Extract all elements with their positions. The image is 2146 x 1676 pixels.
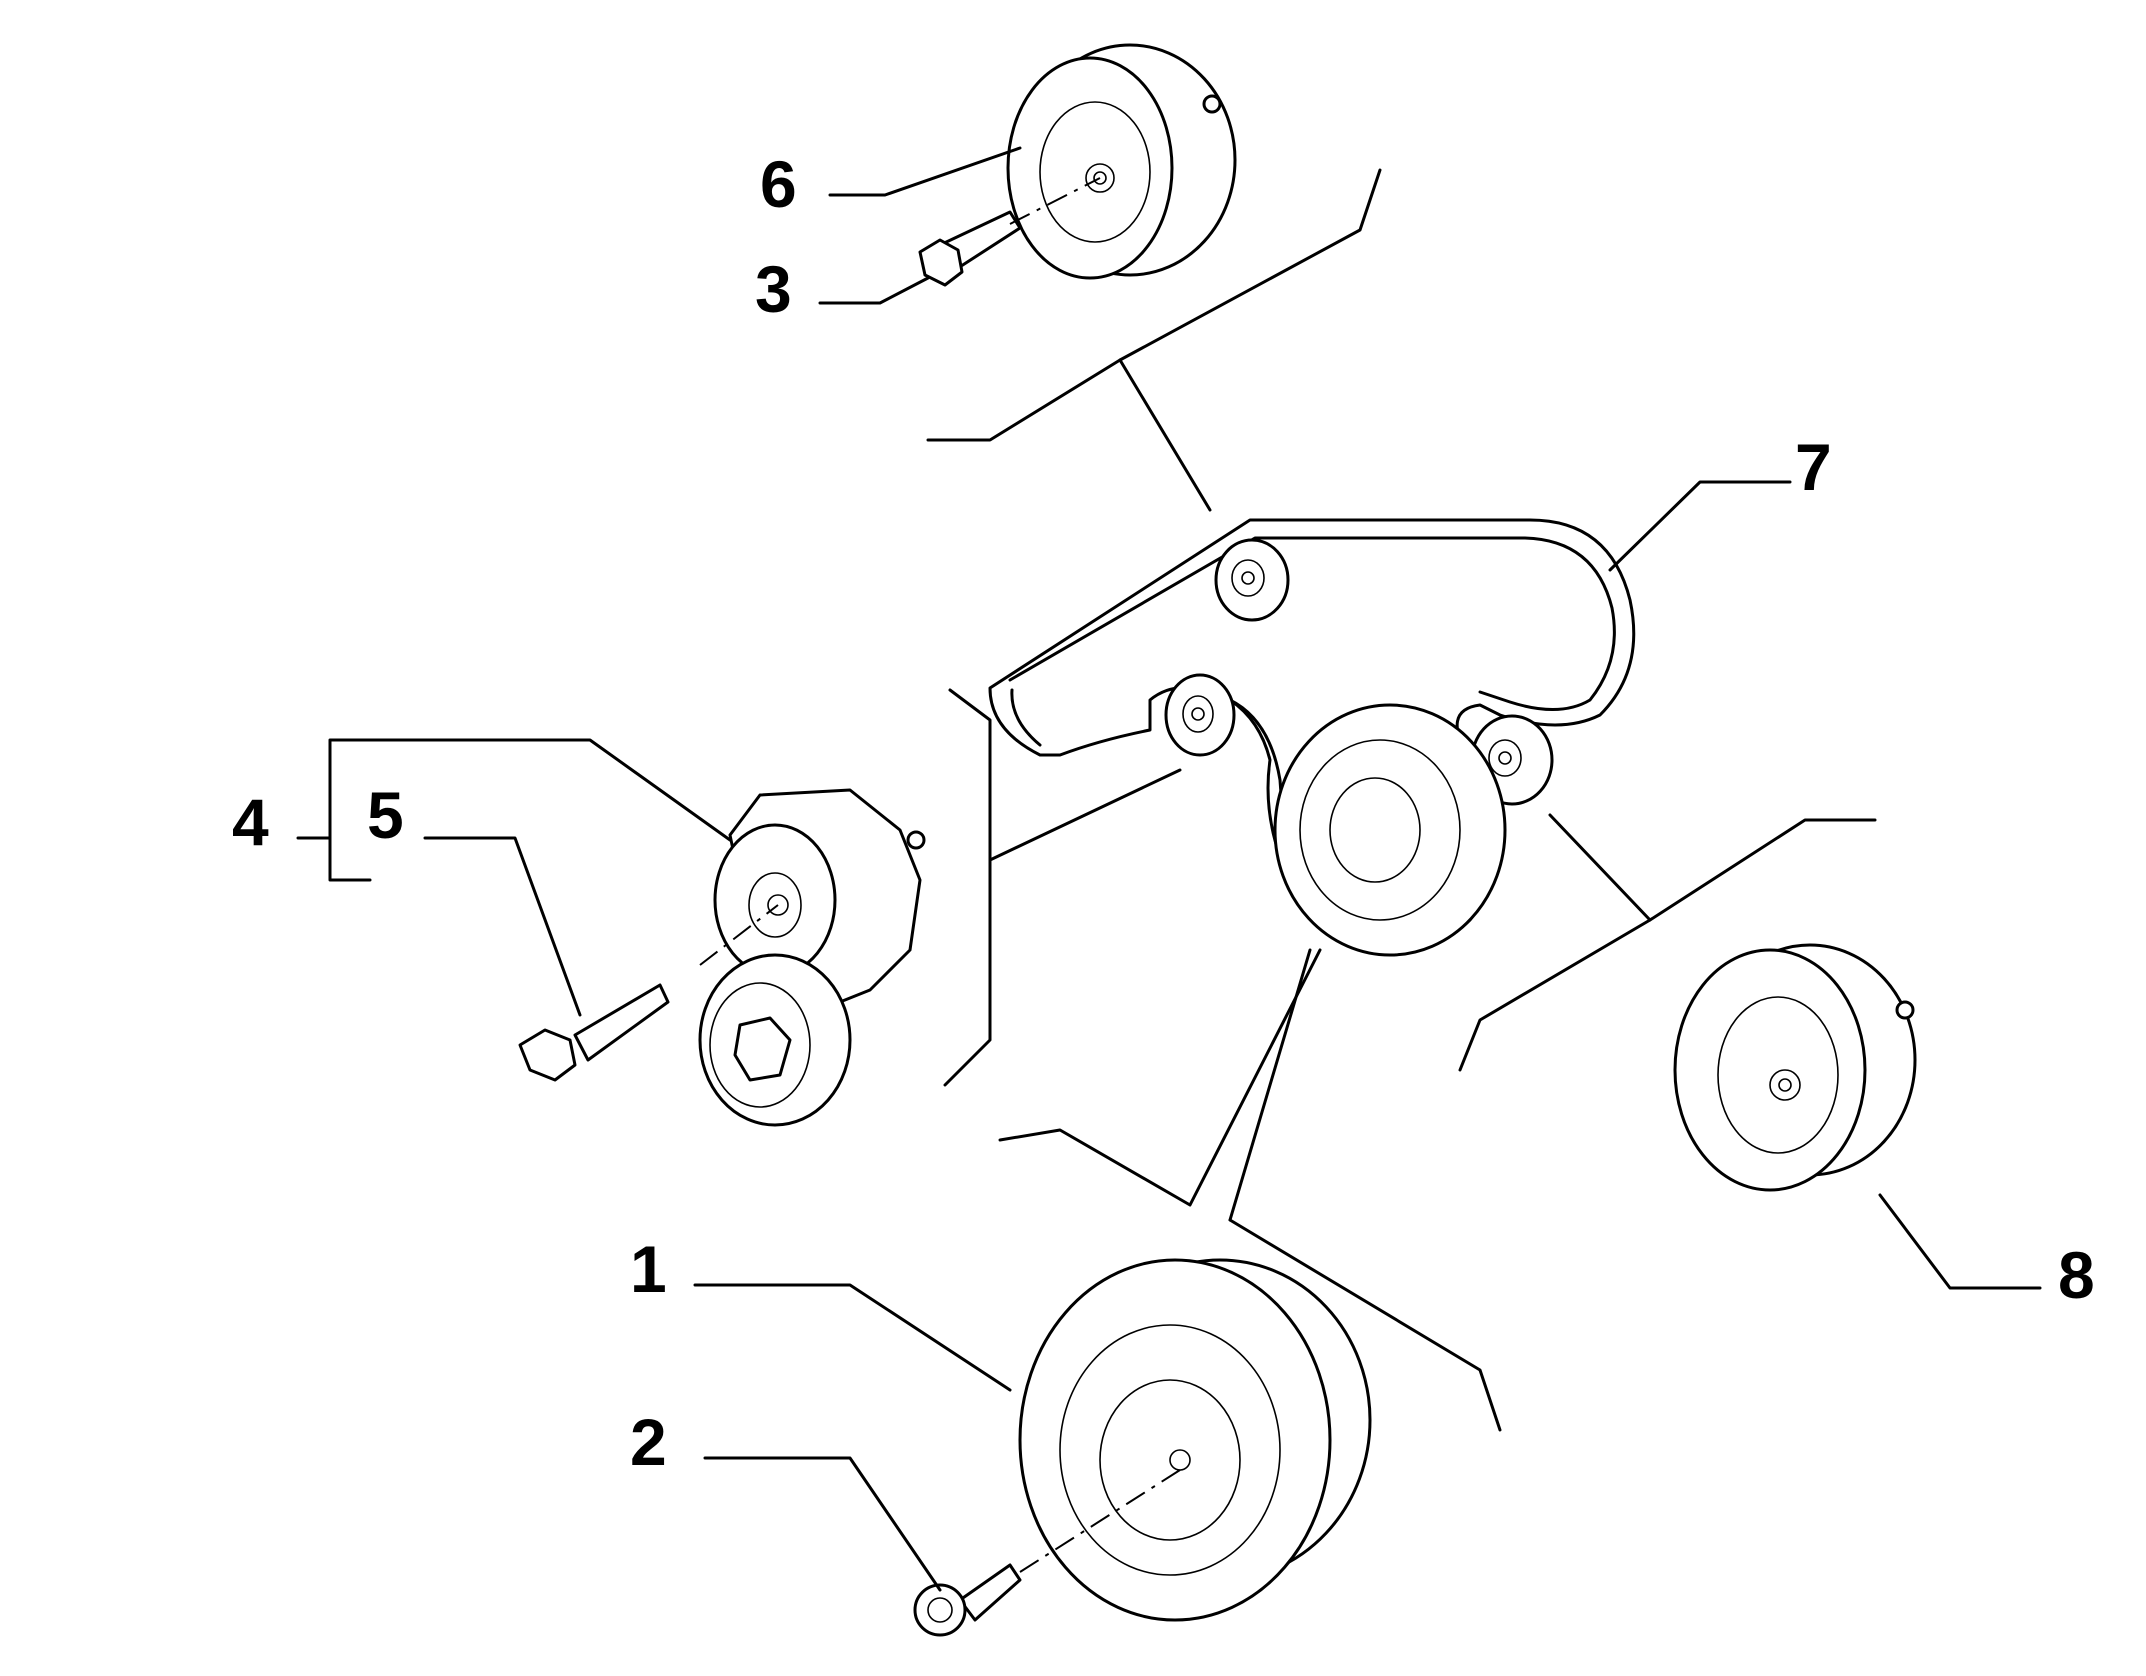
callout-7: 7 xyxy=(1795,430,1832,504)
callout-3: 3 xyxy=(755,252,792,326)
axis-line-tensioner xyxy=(699,904,779,966)
axis-line-top xyxy=(1009,177,1101,225)
leader-lines xyxy=(296,146,2042,1592)
axis-line-crank xyxy=(1019,1469,1181,1573)
callout-2: 2 xyxy=(630,1405,667,1479)
grouping-lines xyxy=(926,168,1877,1432)
callout-8: 8 xyxy=(2058,1238,2095,1312)
idler-pulley-right xyxy=(1673,943,1917,1192)
callout-6: 6 xyxy=(760,147,797,221)
belt-idler-upper xyxy=(1214,538,1290,622)
crankshaft-pulley xyxy=(1018,1258,1372,1622)
idler-pulley-top xyxy=(1006,43,1237,280)
bolt-top xyxy=(918,210,1022,287)
belt-tensioner xyxy=(698,788,926,1127)
belt-idler-middle xyxy=(1164,673,1236,757)
callout-4: 4 xyxy=(232,785,269,859)
tensioner-bolt xyxy=(518,983,670,1082)
callout-1: 1 xyxy=(630,1232,667,1306)
callout-labels: 6 3 7 4 5 1 2 8 xyxy=(232,147,2095,1479)
belt-crank-pulley xyxy=(1273,703,1507,957)
crank-bolt xyxy=(913,1563,1022,1637)
callout-5: 5 xyxy=(367,778,404,852)
